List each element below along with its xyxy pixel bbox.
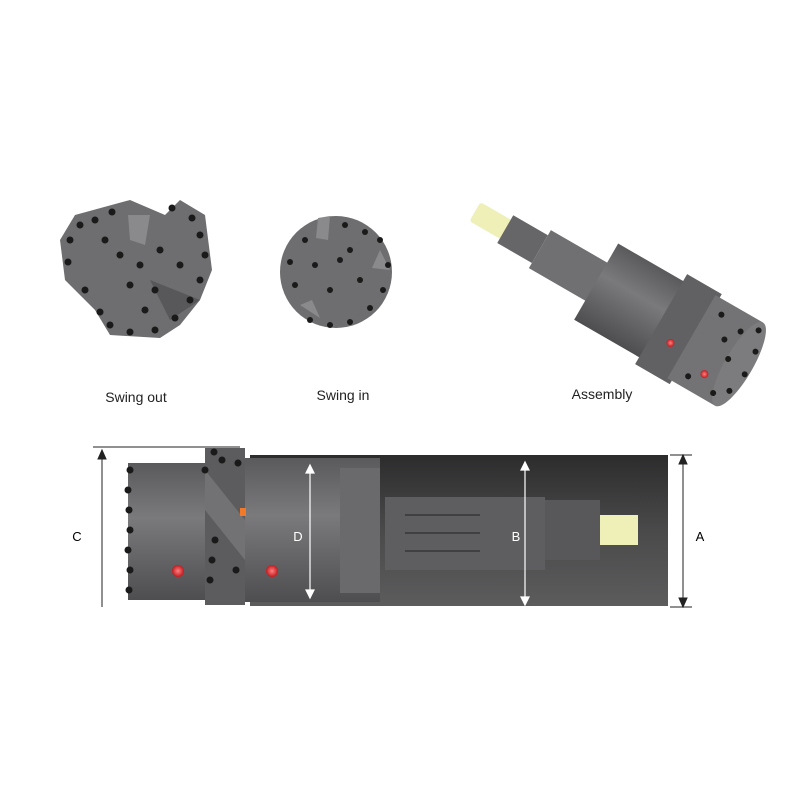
dimension-a <box>670 453 692 609</box>
carbide-button <box>196 231 204 239</box>
dimension-d-label: D <box>293 529 302 544</box>
carbide-button <box>126 328 134 336</box>
carbide-button <box>64 258 72 266</box>
carbide-button <box>377 237 383 243</box>
carbide-button <box>685 373 692 380</box>
carbide-button <box>737 328 744 335</box>
carbide-button <box>755 327 762 334</box>
carbide-button <box>116 251 124 259</box>
swing-in-bit-face <box>280 216 392 328</box>
carbide-button <box>176 261 184 269</box>
carbide-button <box>188 214 196 222</box>
carbide-button <box>136 261 144 269</box>
chuck <box>545 500 600 560</box>
carbide-button <box>208 556 216 564</box>
carbide-button <box>725 356 732 362</box>
carbide-button <box>327 322 333 328</box>
assembly-isometric <box>470 203 766 407</box>
carbide-button <box>380 287 386 293</box>
dimension-c <box>93 446 240 607</box>
swing-out-bit-face <box>60 200 212 338</box>
carbide-button <box>96 308 104 316</box>
carbide-button <box>126 281 134 289</box>
carbide-button <box>106 321 114 329</box>
carbide-button <box>171 314 179 322</box>
carbide-button <box>66 236 74 244</box>
carbide-button <box>726 387 733 394</box>
carbide-button <box>125 506 133 514</box>
carbide-button <box>201 251 209 259</box>
assembly-label: Assembly <box>572 386 633 402</box>
dimension-c-label: C <box>72 529 81 544</box>
carbide-button <box>218 456 226 464</box>
carbide-button <box>337 257 343 263</box>
carbide-button <box>101 236 109 244</box>
carbide-button <box>292 282 298 288</box>
carbide-button <box>81 286 89 294</box>
carbide-button <box>108 208 116 216</box>
carbide-button <box>196 276 204 284</box>
carbide-button <box>126 526 134 534</box>
carbide-button <box>151 326 159 334</box>
carbide-button <box>126 566 134 574</box>
dimension-d <box>305 463 315 600</box>
carbide-button <box>210 448 218 456</box>
carbide-button <box>342 222 348 228</box>
carbide-button <box>76 221 84 229</box>
section-view <box>124 448 668 606</box>
carbide-button <box>357 277 363 283</box>
carbide-button <box>718 311 725 318</box>
carbide-button <box>125 586 133 594</box>
carbide-button <box>362 229 368 235</box>
carbide-button <box>347 247 353 253</box>
carbide-button <box>287 259 293 265</box>
orange-marker <box>240 508 246 516</box>
swing-in-label: Swing in <box>317 387 370 403</box>
carbide-button <box>327 287 333 293</box>
carbide-button <box>124 546 132 554</box>
carbide-button <box>211 536 219 544</box>
carbide-button <box>156 246 164 254</box>
carbide-button <box>151 286 159 294</box>
carbide-button <box>710 390 717 397</box>
carbide-button <box>307 317 313 323</box>
carbide-button <box>347 319 353 325</box>
carbide-button <box>141 306 149 314</box>
carbide-button <box>312 262 318 268</box>
carbide-button <box>741 371 748 378</box>
carbide-button <box>91 216 99 224</box>
carbide-button <box>302 237 308 243</box>
carbide-button <box>186 296 194 304</box>
carbide-button <box>206 576 214 584</box>
dimension-b-label: B <box>512 529 521 544</box>
dimension-b <box>520 460 530 607</box>
carbide-button <box>721 336 728 343</box>
carbide-button <box>126 466 134 474</box>
dimension-a-label: A <box>696 529 705 544</box>
carbide-button <box>168 204 176 212</box>
shank <box>600 515 638 545</box>
swing-out-label: Swing out <box>105 389 167 405</box>
carbide-button <box>367 305 373 311</box>
carbide-button <box>752 348 759 355</box>
carbide-button <box>234 459 242 467</box>
carbide-button <box>385 262 391 268</box>
carbide-button <box>201 466 209 474</box>
carbide-button <box>232 566 240 574</box>
carbide-button <box>124 486 132 494</box>
pilot-bit <box>128 463 205 600</box>
